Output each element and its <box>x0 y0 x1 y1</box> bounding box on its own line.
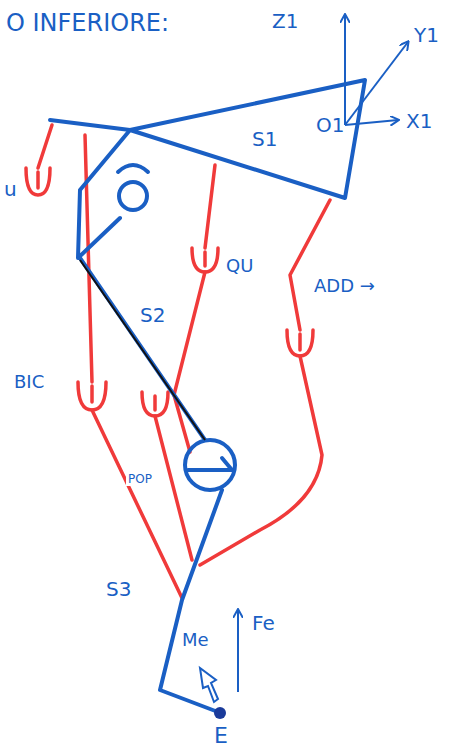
bone-segments <box>50 120 235 712</box>
point-label: E <box>212 724 230 748</box>
muscle-label: u <box>2 178 19 200</box>
segment-label: S3 <box>104 578 133 600</box>
muscle-label: QU <box>224 256 255 276</box>
muscle-label: ADD → <box>312 276 377 296</box>
moment-arrow <box>200 668 218 702</box>
force-label: Fe <box>250 612 277 634</box>
segment-label: S2 <box>138 304 167 326</box>
segment-triangle: S1 O1 <box>128 76 370 202</box>
moment-label: Me <box>180 630 211 650</box>
axis-label: X1 <box>404 110 434 132</box>
segment-axis <box>80 260 205 440</box>
end-point <box>214 707 226 719</box>
segment-label: S1 <box>250 128 279 150</box>
origin-label: O1 <box>314 114 346 136</box>
frame-axes <box>345 15 408 125</box>
section-title: O INFERIORE: <box>4 10 171 36</box>
muscle-label: POP <box>126 472 154 486</box>
triangle-outline <box>128 76 370 202</box>
force-arrow <box>237 610 239 692</box>
axis-label: Y1 <box>412 24 441 46</box>
triangle-shape <box>130 80 365 198</box>
muscle-lines <box>26 125 330 598</box>
muscle-label: BIC <box>12 372 46 392</box>
axis-label: Z1 <box>270 10 300 32</box>
